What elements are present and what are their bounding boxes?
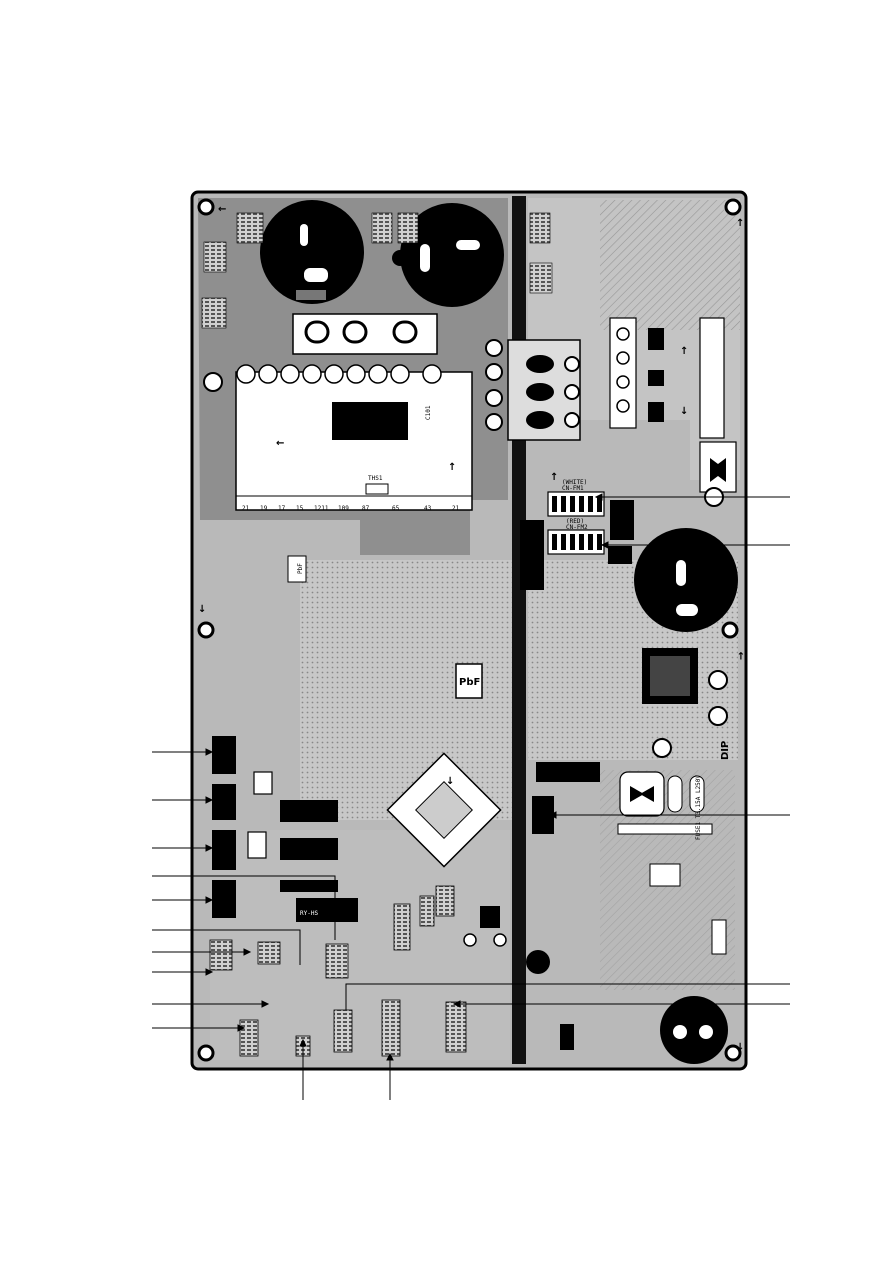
svg-text:←: ← — [218, 204, 226, 215]
pin-label: 19 — [260, 505, 268, 512]
pin-label: 21 — [452, 505, 460, 512]
svg-text:←: ← — [276, 438, 284, 449]
callouts-left — [152, 748, 336, 1032]
pin-label: 21 — [242, 505, 250, 512]
isolation-divider — [512, 196, 526, 1064]
pin-label: 1211 — [314, 505, 329, 512]
label-ths1: THS1 — [368, 475, 383, 482]
hole-right-mid2 — [708, 706, 728, 726]
capacitor-c3 — [634, 528, 738, 632]
callouts-bottom — [299, 1038, 394, 1100]
pin-label: 87 — [362, 505, 370, 512]
svg-text:↓: ↓ — [198, 604, 206, 615]
capacitor-c1 — [260, 200, 364, 304]
capacitor-c2 — [392, 203, 504, 307]
pin-label: 109 — [338, 505, 349, 512]
svg-text:↑: ↑ — [736, 218, 744, 229]
label-ry-hs: RY-HS — [300, 910, 318, 917]
relays-left: RY-HS — [280, 800, 358, 922]
bridge-rectifier — [642, 441, 737, 704]
capacitor-c4 — [660, 996, 728, 1064]
fan-connectors: (WHITE) CN-FM1 (RED) CN-FM2 — [520, 479, 634, 590]
label-c101: C101 — [425, 405, 432, 420]
label-cn-fm2: CN-FM2 — [566, 524, 588, 531]
microcontroller — [386, 752, 502, 868]
hatch-area-right-top — [600, 200, 740, 330]
svg-text:↑: ↑ — [550, 472, 558, 483]
pin-label: 65 — [392, 505, 400, 512]
lower-ics — [209, 885, 467, 1057]
label-cn-fm2-color: (RED) — [566, 518, 584, 525]
svg-text:→: → — [736, 652, 747, 660]
mounting-holes — [197, 198, 742, 1062]
label-dip: DIP — [720, 741, 731, 760]
svg-text:↑: ↑ — [680, 346, 688, 357]
label-cn-fm1: CN-FM1 — [562, 485, 584, 492]
svg-text:↓: ↓ — [736, 1042, 744, 1053]
lower-right-components — [463, 863, 727, 1050]
pin-label: 15 — [296, 505, 304, 512]
hole-right-mid3 — [652, 738, 672, 758]
rectifier-diodes: ↑ ↓ — [609, 317, 725, 439]
corner-arrows: ← ↑ ↓ → ↓ ↑ ↓ — [198, 204, 747, 1053]
label-cn-fm1-color: (WHITE) — [562, 479, 587, 486]
hole-right-mid — [708, 670, 728, 690]
lp2-hole — [203, 372, 223, 392]
terminal-block-top — [292, 313, 438, 355]
right-mid-components: FUSE1 T3.15A L250V DIP — [532, 741, 731, 840]
svg-text:↓: ↓ — [446, 776, 454, 787]
resistor-packs-top — [201, 212, 553, 329]
pin-label: 17 — [278, 505, 286, 512]
left-connectors — [212, 736, 273, 918]
svg-text:↓: ↓ — [680, 406, 688, 417]
pin-row-labels: 21 19 17 15 1211 109 87 65 43 21 — [242, 505, 460, 512]
callouts-right — [345, 493, 790, 1010]
pin-label: 43 — [424, 505, 432, 512]
power-module-ipm: ← ↑ THS1 C101 21 19 17 15 1211 109 87 65… — [235, 364, 473, 512]
label-pbf-top: PbF — [297, 563, 304, 574]
svg-text:↑: ↑ — [448, 462, 456, 473]
label-pbf-mid: PbF — [459, 677, 480, 688]
label-fuse: FUSE1 T3.15A L250V — [695, 775, 702, 840]
relay-sockets-right — [485, 339, 581, 441]
pbf-marks: PbF PbF — [287, 555, 483, 699]
